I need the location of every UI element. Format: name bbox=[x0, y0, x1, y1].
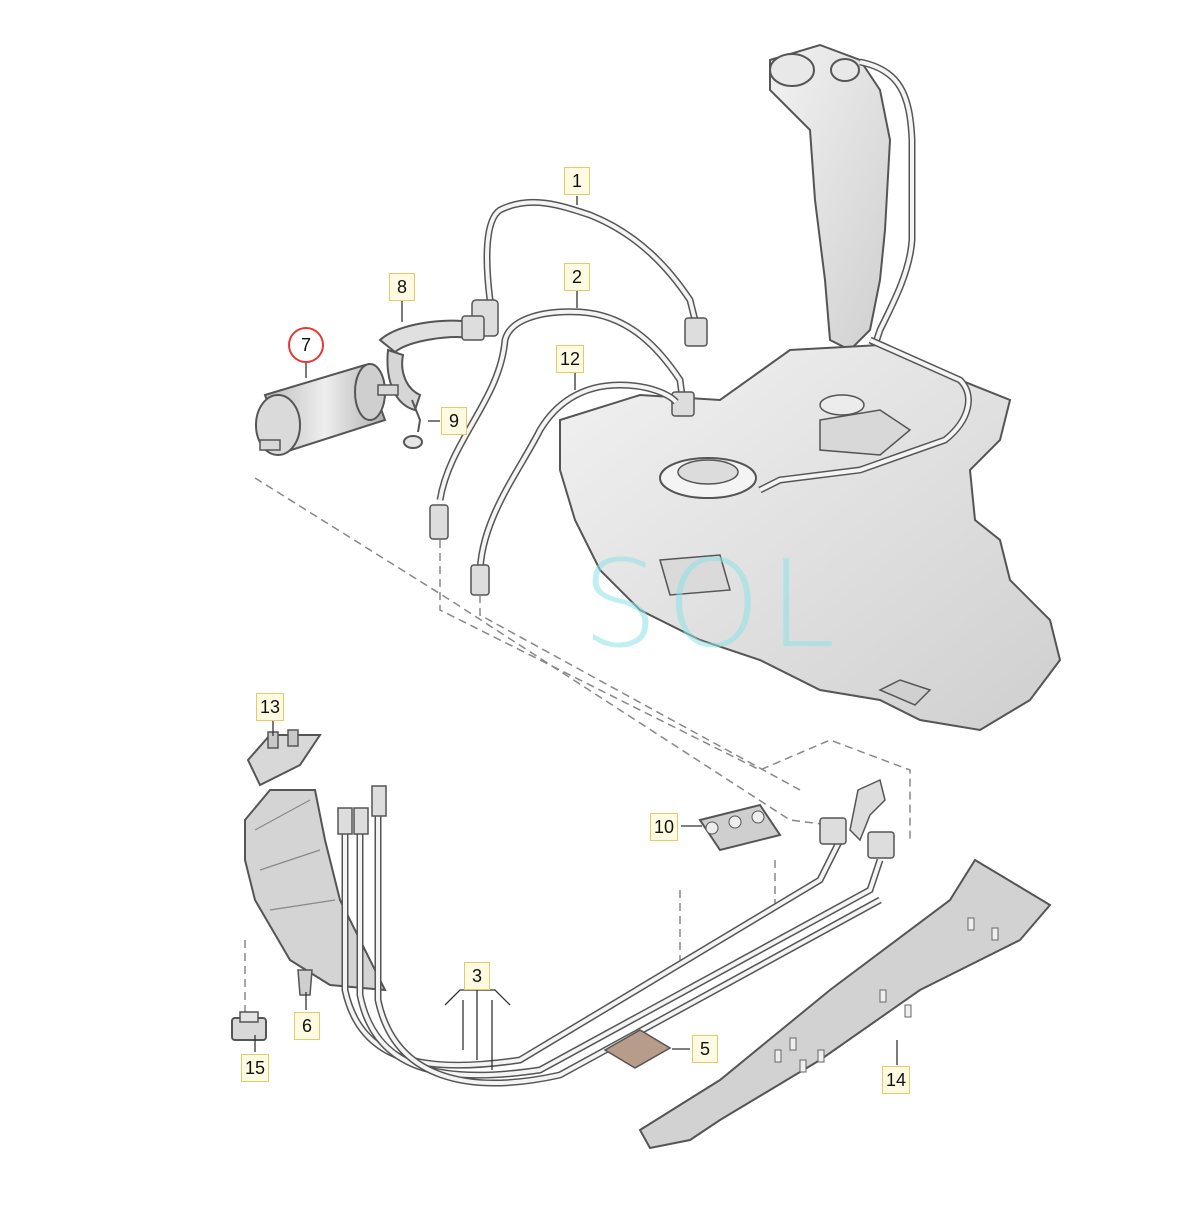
sol-watermark: SOL bbox=[582, 536, 844, 675]
callout-8: 8 bbox=[389, 273, 415, 301]
callout-2: 2 bbox=[564, 263, 590, 291]
heat-shield bbox=[244, 789, 387, 992]
mounting-plate bbox=[246, 729, 322, 787]
filter-bracket bbox=[378, 315, 485, 412]
foam-pad bbox=[603, 1029, 672, 1069]
callout-14: 14 bbox=[882, 1066, 911, 1094]
fuel-line-bundle bbox=[337, 778, 895, 1087]
callout-5: 5 bbox=[692, 1035, 718, 1063]
callout-7-highlighted: 7 bbox=[288, 327, 324, 363]
underbody-cover bbox=[638, 858, 1052, 1150]
fuel-filter bbox=[255, 363, 399, 456]
assembly-guides bbox=[244, 477, 911, 1020]
fuel-line-12 bbox=[470, 381, 679, 596]
callout-12: 12 bbox=[556, 345, 585, 373]
filler-neck bbox=[769, 43, 916, 362]
callout-9: 9 bbox=[441, 407, 467, 435]
callout-13: 13 bbox=[256, 693, 285, 721]
clip-15 bbox=[231, 1011, 267, 1041]
callout-15: 15 bbox=[241, 1054, 270, 1082]
line-clip-10 bbox=[698, 803, 782, 852]
leader-lines bbox=[254, 196, 898, 1070]
callout-10: 10 bbox=[650, 813, 679, 841]
fuel-line-2 bbox=[429, 308, 695, 540]
holder-clip-6 bbox=[297, 969, 313, 996]
callout-3: 3 bbox=[464, 962, 490, 990]
callout-6: 6 bbox=[294, 1012, 320, 1040]
callout-1: 1 bbox=[564, 167, 590, 195]
filter-clip bbox=[403, 399, 423, 449]
